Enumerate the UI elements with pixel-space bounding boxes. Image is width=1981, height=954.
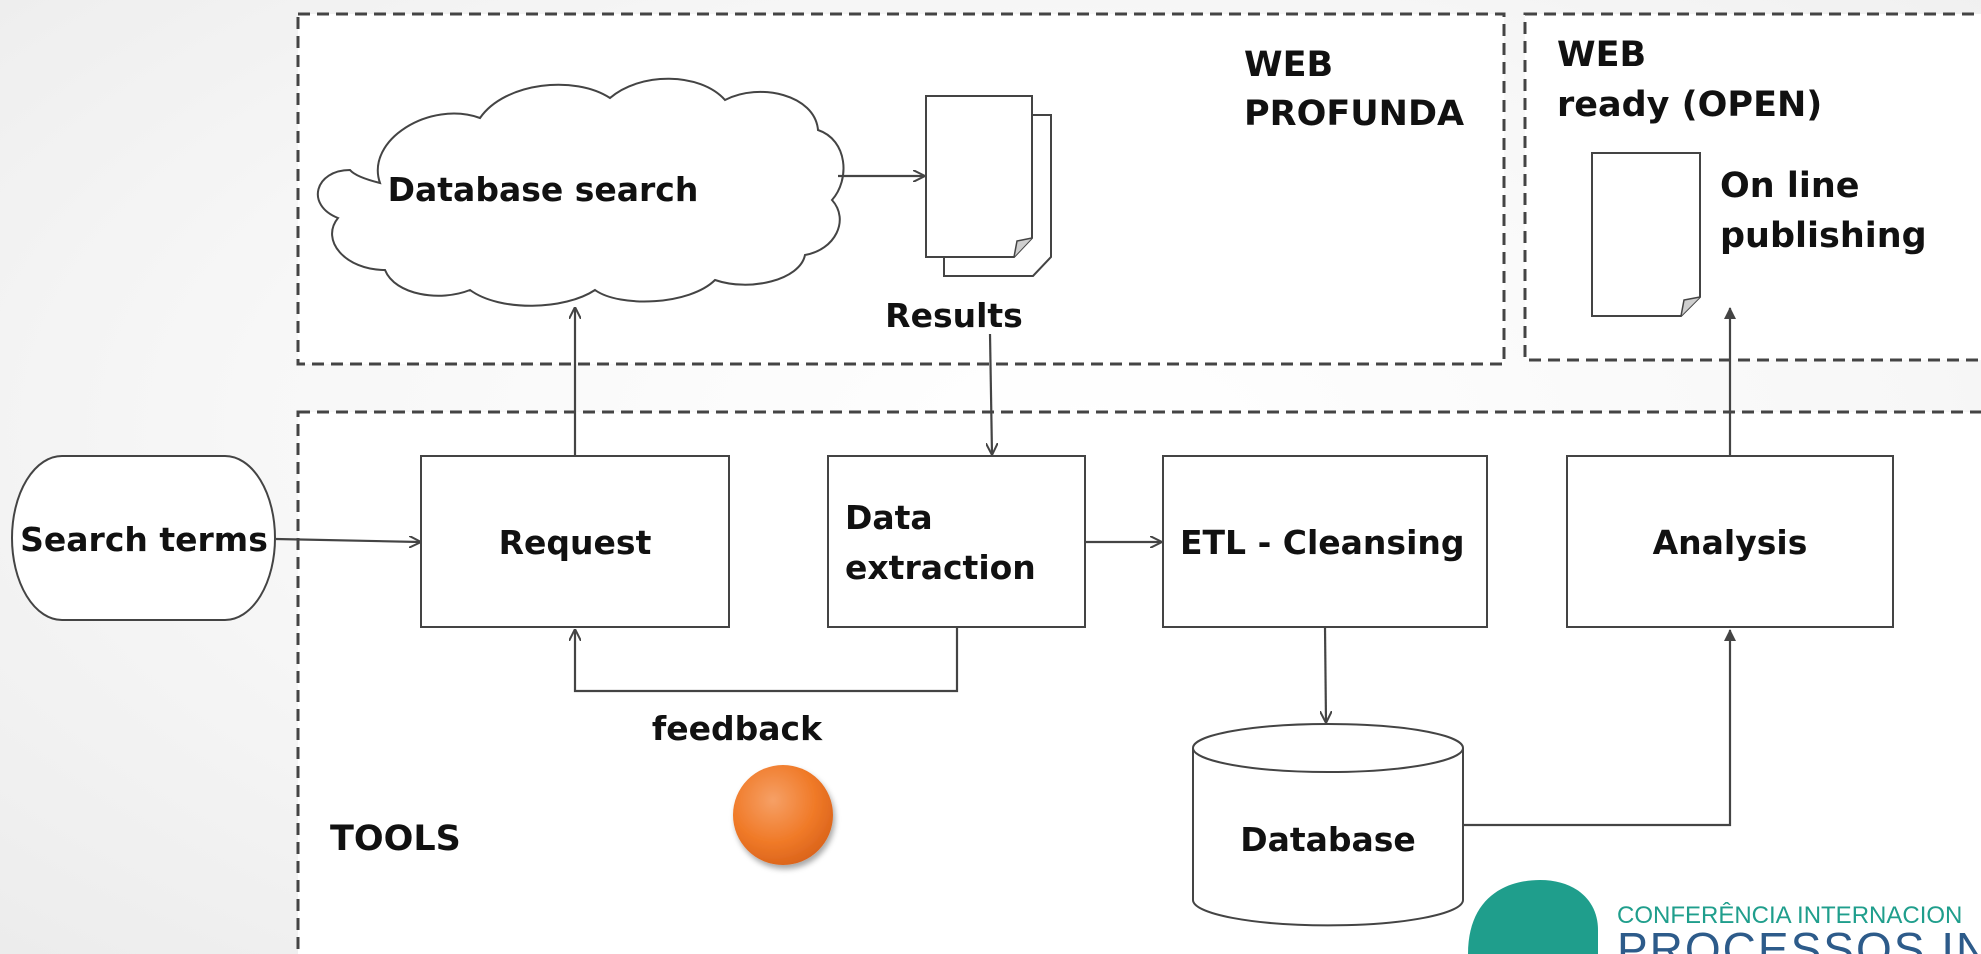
arrow-search-to-request [275, 539, 420, 542]
arrow-results-to-extraction [990, 333, 992, 454]
search-terms-label: Search terms [20, 520, 268, 559]
database-label: Database [1240, 820, 1416, 859]
database-cylinder: Database [1192, 723, 1464, 927]
conference-logo-mark [1468, 880, 1598, 954]
online-publishing-label-1: On line [1720, 166, 1860, 206]
analysis-label: Analysis [1653, 523, 1808, 562]
online-publishing-label-2: publishing [1720, 216, 1927, 256]
conference-logo: CONFERÊNCIA INTERNACION PROCESSOS INOVA [1468, 880, 1981, 954]
feedback-label: feedback [652, 709, 823, 748]
arrow-etl-to-database [1325, 626, 1326, 722]
request-box: Request [420, 455, 730, 628]
data-extraction-label-1: Data [845, 498, 933, 537]
conference-logo-line2: PROCESSOS INOVA [1617, 923, 1981, 954]
region-web-open-label-2: ready (OPEN) [1557, 85, 1822, 125]
region-tools-label: TOOLS [330, 819, 461, 859]
region-web-profunda-label-2: PROFUNDA [1244, 94, 1464, 134]
feedback-dot [733, 765, 833, 865]
etl-cleansing-label: ETL - Cleansing [1180, 523, 1465, 562]
conference-logo-line1: CONFERÊNCIA INTERNACION [1617, 902, 1962, 929]
data-extraction-box: Data extraction [827, 455, 1086, 628]
results-label: Results [885, 296, 1023, 335]
search-terms-node: Search terms [11, 455, 276, 621]
online-publishing-document: On line publishing [1591, 152, 1927, 317]
database-search-cloud: Database search [316, 77, 845, 307]
arrow-database-to-analysis [1463, 629, 1736, 827]
results-documents: Results [885, 95, 1052, 335]
region-web-profunda-label-1: WEB [1244, 45, 1333, 85]
connectors [275, 176, 1736, 827]
region-web-open-label-1: WEB [1557, 35, 1646, 75]
request-label: Request [499, 523, 652, 562]
database-search-label: Database search [388, 170, 699, 209]
analysis-box: Analysis [1566, 455, 1894, 628]
arrow-feedback-loop [575, 627, 959, 693]
etl-cleansing-box: ETL - Cleansing [1162, 455, 1488, 628]
data-extraction-label-2: extraction [845, 548, 1036, 587]
